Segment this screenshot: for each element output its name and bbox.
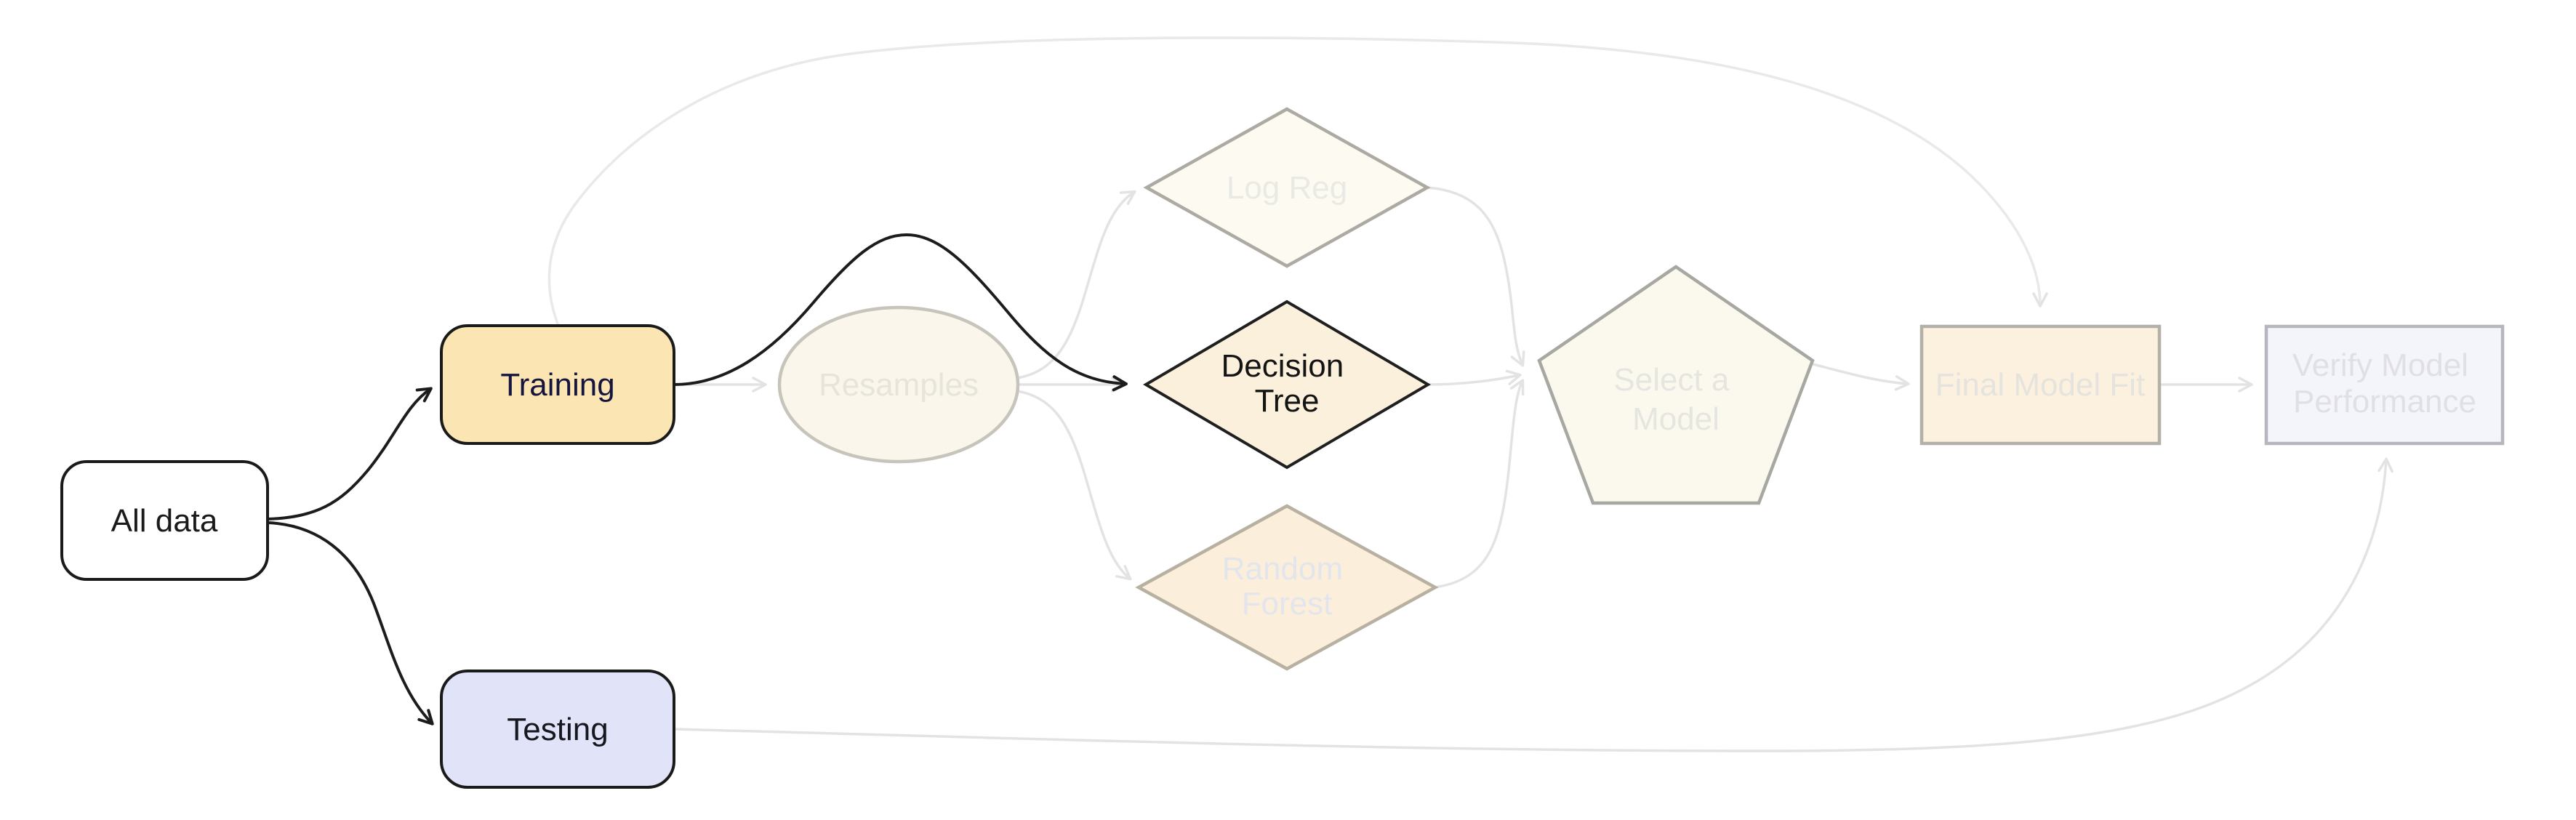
select-model-label: Select a Model — [1613, 362, 1738, 437]
log-reg-shape — [1143, 107, 1431, 268]
verify-model-performance-label: Verify Model Performance — [2292, 347, 2477, 419]
testing-shape — [440, 670, 675, 789]
verify-model-performance-shape — [2264, 324, 2505, 446]
resamples-shape — [777, 305, 1020, 464]
edge-training-to-decision-tree — [673, 233, 1128, 392]
node-final-model-fit: Final Model Fit — [1919, 324, 2162, 446]
edge-all-data-to-training — [266, 387, 433, 520]
edge-decision-tree-to-select-model — [1426, 369, 1522, 386]
node-resamples: Resamples — [777, 305, 1020, 464]
node-testing: Testing — [440, 670, 675, 789]
node-log-reg: Log Reg — [1143, 107, 1431, 268]
training-label: Training — [500, 367, 614, 403]
random-forest-label: Random Forest — [1222, 551, 1352, 622]
all-data-label: All data — [111, 503, 218, 539]
resamples-label: Resamples — [819, 367, 979, 403]
select-model-shape — [1537, 265, 1815, 505]
decision-tree-shape — [1143, 300, 1431, 470]
edge-log-reg-to-select-model — [1426, 186, 1525, 367]
node-training: Training — [440, 324, 675, 445]
edge-random-forest-to-select-model — [1433, 379, 1525, 589]
log-reg-label: Log Reg — [1227, 170, 1347, 206]
random-forest-shape — [1135, 504, 1439, 671]
node-verify-model-performance: Verify Model Performance — [2264, 324, 2505, 446]
training-shape — [440, 324, 675, 445]
edge-resamples-to-random-forest — [1016, 390, 1132, 581]
node-select-model: Select a Model — [1537, 265, 1815, 505]
final-model-fit-label: Final Model Fit — [1935, 367, 2146, 403]
decision-tree-label: Decision Tree — [1221, 348, 1353, 419]
testing-label: Testing — [507, 712, 608, 747]
edge-all-data-to-testing — [266, 521, 434, 725]
all-data-shape — [60, 460, 269, 581]
node-random-forest: Random Forest — [1135, 504, 1439, 671]
edge-select-model-to-final-model-fit — [1812, 363, 1910, 391]
final-model-fit-shape — [1919, 324, 2162, 446]
edge-resamples-to-log-reg — [1016, 190, 1136, 379]
edge-testing-to-verify — [673, 457, 2394, 752]
node-decision-tree: Decision Tree — [1143, 300, 1431, 470]
node-all-data: All data — [60, 460, 269, 581]
edge-training-to-final-model-fit — [547, 36, 2048, 327]
